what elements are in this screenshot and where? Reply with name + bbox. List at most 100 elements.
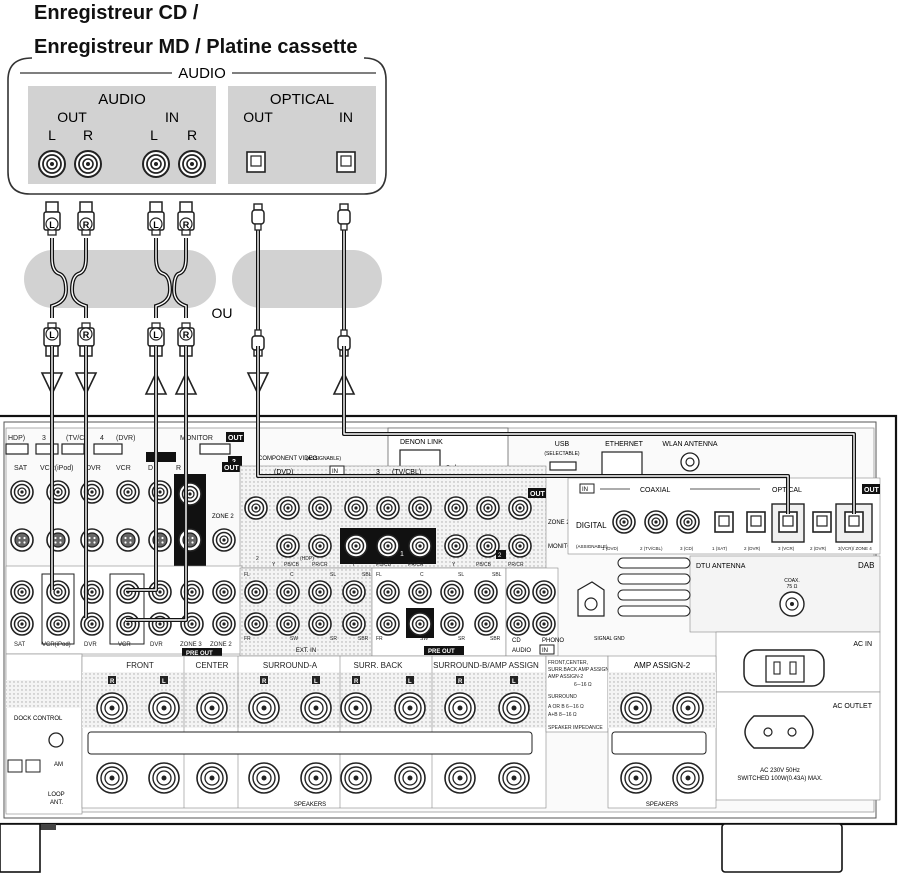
svg-text:SPEAKER IMPEDANCE: SPEAKER IMPEDANCE bbox=[548, 725, 603, 731]
svg-text:4: 4 bbox=[100, 435, 104, 442]
svg-text:SR: SR bbox=[458, 636, 465, 642]
or-label: OU bbox=[212, 305, 233, 321]
audio-out-r: R bbox=[83, 127, 93, 143]
svg-text:ZONE 3: ZONE 3 bbox=[180, 642, 202, 648]
coaxial-label: COAXIAL bbox=[640, 487, 670, 494]
receiver-optical-out-vcr-jack[interactable] bbox=[844, 511, 864, 533]
svg-text:(ASSIGNABLE): (ASSIGNABLE) bbox=[306, 456, 341, 462]
ac-outlet-socket[interactable] bbox=[744, 715, 814, 749]
svg-text:DTU ANTENNA: DTU ANTENNA bbox=[696, 563, 746, 570]
usb-port[interactable] bbox=[549, 461, 577, 471]
svg-text:AMP ASSIGN-2: AMP ASSIGN-2 bbox=[548, 674, 583, 680]
svg-text:2: 2 bbox=[498, 553, 502, 559]
svg-text:ANT.: ANT. bbox=[50, 800, 63, 806]
svg-text:L: L bbox=[162, 679, 166, 685]
svg-text:ZONE 2: ZONE 2 bbox=[212, 514, 234, 520]
svg-text:SR: SR bbox=[330, 636, 337, 642]
device-audio-out-l-jack[interactable] bbox=[38, 150, 66, 178]
ethernet-label: ETHERNET bbox=[605, 441, 643, 448]
svg-text:COMPONENT VIDEO: COMPONENT VIDEO bbox=[258, 456, 318, 462]
receiver-optical-in-vcr-jack[interactable] bbox=[778, 511, 798, 533]
svg-text:FL: FL bbox=[244, 572, 250, 578]
svg-text:LOOP: LOOP bbox=[48, 792, 65, 798]
svg-text:AC OUTLET: AC OUTLET bbox=[833, 703, 873, 710]
audio-in-l: L bbox=[150, 127, 158, 143]
svg-text:ZONE 2: ZONE 2 bbox=[210, 642, 232, 648]
svg-text:SURR. BACK: SURR. BACK bbox=[354, 661, 404, 670]
svg-text:OUT: OUT bbox=[864, 487, 880, 494]
device-audio-out-r-jack[interactable] bbox=[74, 150, 102, 178]
plug-bottom-l-out-label: L bbox=[49, 330, 55, 340]
svg-text:ZONE 2: ZONE 2 bbox=[548, 520, 570, 526]
audio-in-label: IN bbox=[165, 109, 179, 125]
optical-plug-top-out bbox=[251, 203, 265, 231]
svg-text:1 (SAT): 1 (SAT) bbox=[712, 546, 728, 551]
svg-text:SBR: SBR bbox=[490, 636, 501, 642]
svg-text:1: 1 bbox=[400, 551, 404, 558]
device-audio-in-l-jack[interactable] bbox=[142, 150, 170, 178]
dock-control-jack[interactable] bbox=[48, 732, 64, 748]
optical-section-label: OPTICAL bbox=[270, 91, 334, 108]
svg-text:DAB: DAB bbox=[858, 561, 874, 570]
receiver-vcr-out-r-jack[interactable] bbox=[116, 612, 140, 636]
wlan-label: WLAN ANTENNA bbox=[662, 441, 718, 448]
svg-text:PRE OUT: PRE OUT bbox=[186, 651, 213, 657]
svg-text:(TV/CBL): (TV/CBL) bbox=[392, 469, 421, 476]
hdmi-connectors bbox=[5, 443, 231, 455]
svg-text:SURROUND-A: SURROUND-A bbox=[263, 661, 318, 670]
svg-text:SURROUND-B/AMP ASSIGN: SURROUND-B/AMP ASSIGN bbox=[433, 661, 539, 670]
optical-in-label: IN bbox=[339, 109, 353, 125]
page-title-line1: Enregistreur CD / bbox=[34, 2, 199, 24]
svg-text:3: 3 bbox=[42, 435, 46, 442]
svg-text:C: C bbox=[290, 572, 294, 578]
svg-text:FRONT: FRONT bbox=[126, 661, 154, 670]
svg-text:(HDP): (HDP) bbox=[300, 556, 314, 562]
svg-text:OUT: OUT bbox=[224, 465, 240, 472]
audio-out-l: L bbox=[48, 127, 56, 143]
svg-text:IN: IN bbox=[582, 487, 588, 493]
svg-text:R: R bbox=[176, 465, 181, 472]
svg-text:OUT: OUT bbox=[228, 435, 244, 442]
svg-text:FL: FL bbox=[376, 572, 382, 578]
svg-text:AUDIO: AUDIO bbox=[512, 648, 531, 654]
svg-text:2 (TV/CBL): 2 (TV/CBL) bbox=[640, 546, 663, 551]
optical-plug-top-in bbox=[337, 203, 351, 231]
speaker-terminals-top bbox=[96, 692, 530, 724]
signal-gnd-terminal[interactable] bbox=[584, 597, 598, 611]
svg-text:A OR B 6∼16 Ω: A OR B 6∼16 Ω bbox=[548, 704, 584, 710]
svg-text:PB/CB: PB/CB bbox=[376, 562, 392, 568]
device-optical-in-jack[interactable] bbox=[336, 151, 356, 173]
usb-label: USB bbox=[555, 441, 570, 448]
page-title-line2: Enregistreur MD / Platine cassette bbox=[34, 36, 358, 58]
svg-text:MONITOR: MONITOR bbox=[548, 544, 577, 550]
svg-text:R: R bbox=[110, 679, 115, 685]
svg-text:Y: Y bbox=[272, 562, 276, 568]
svg-text:AC IN: AC IN bbox=[853, 641, 872, 648]
denon-link-label: DENON LINK bbox=[400, 439, 443, 446]
svg-text:AMP ASSIGN-2: AMP ASSIGN-2 bbox=[634, 661, 691, 670]
component-video-jacks-row1 bbox=[244, 496, 532, 520]
plug-top-l-out-label: L bbox=[49, 220, 55, 230]
svg-text:(SELECTABLE): (SELECTABLE) bbox=[544, 451, 580, 457]
audio-in-r: R bbox=[187, 127, 197, 143]
svg-text:VCR(iPod): VCR(iPod) bbox=[40, 465, 73, 472]
svg-text:SURROUND: SURROUND bbox=[548, 694, 577, 700]
svg-text:(TV/C: (TV/C bbox=[66, 435, 84, 442]
plug-bottom-r-out-label: R bbox=[83, 330, 90, 340]
svg-text:AM: AM bbox=[54, 762, 63, 768]
svg-text:(DVD): (DVD) bbox=[274, 469, 293, 476]
receiver-vcr-ipod-in-r-jack[interactable] bbox=[46, 612, 70, 636]
svg-text:2 (DVR): 2 (DVR) bbox=[744, 546, 761, 551]
svg-text:VCR: VCR bbox=[118, 642, 131, 648]
svg-text:R: R bbox=[262, 679, 267, 685]
svg-text:SAT: SAT bbox=[14, 465, 28, 472]
svg-text:SBR: SBR bbox=[358, 636, 369, 642]
svg-text:Y: Y bbox=[452, 562, 456, 568]
svg-text:SPEAKERS: SPEAKERS bbox=[646, 802, 678, 808]
svg-text:6∼16 Ω: 6∼16 Ω bbox=[574, 682, 592, 688]
svg-text:AC 230V 50Hz: AC 230V 50Hz bbox=[760, 768, 800, 774]
svg-text:DVR: DVR bbox=[86, 465, 101, 472]
device-optical-out-jack[interactable] bbox=[246, 151, 266, 173]
svg-text:1 (DVD): 1 (DVD) bbox=[602, 546, 619, 551]
device-audio-in-r-jack[interactable] bbox=[178, 150, 206, 178]
